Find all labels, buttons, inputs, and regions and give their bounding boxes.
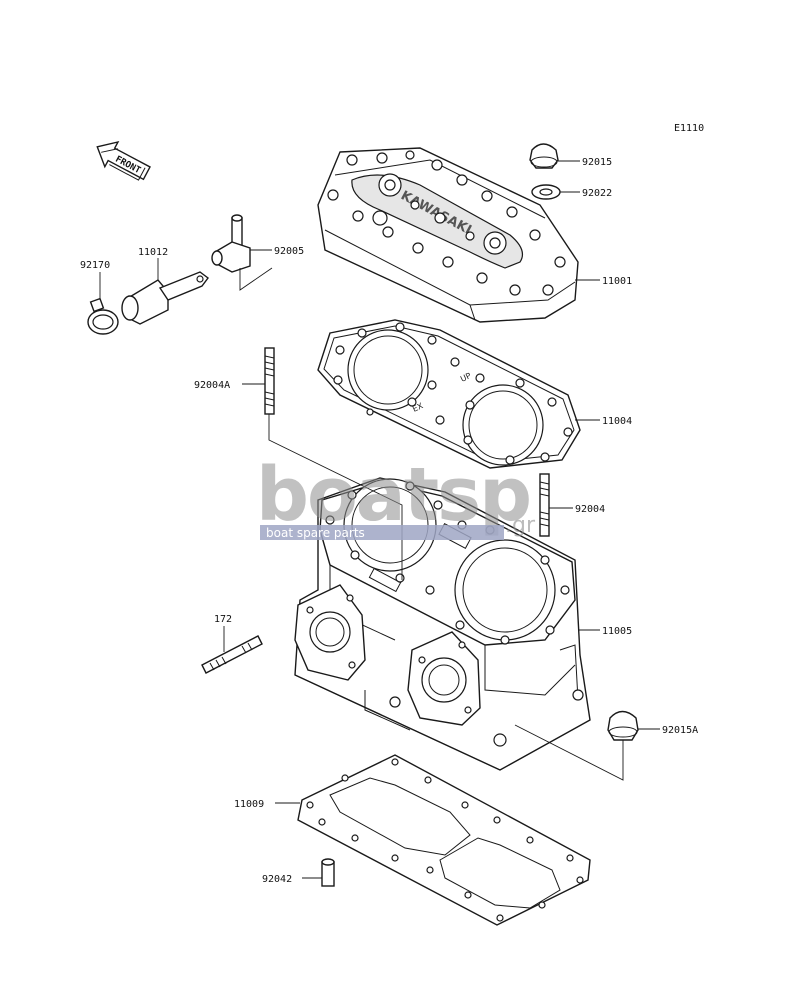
watermark-tagline: boat spare parts xyxy=(266,526,365,540)
part-label-11005: 11005 xyxy=(602,626,632,637)
watermark: boatsp .gr boat spare parts xyxy=(256,452,536,540)
part-label-92015A: 92015A xyxy=(662,725,698,736)
clamp-92170 xyxy=(87,297,119,335)
part-label-11004: 11004 xyxy=(602,416,632,427)
cap-nut-92015 xyxy=(529,143,559,169)
stud-92004 xyxy=(539,473,550,537)
leader-lines xyxy=(99,160,660,879)
gasket-mark-up: UP xyxy=(459,371,473,384)
cap-nut-92015A xyxy=(607,710,639,741)
part-label-11001: 11001 xyxy=(602,276,632,287)
part-label-92004A: 92004A xyxy=(194,380,230,391)
dowel-92042 xyxy=(321,858,335,887)
base-gasket xyxy=(297,754,591,926)
head-gasket: UP EX xyxy=(317,319,581,469)
part-label-172: 172 xyxy=(214,614,232,625)
part-label-92015: 92015 xyxy=(582,157,612,168)
part-label-11012: 11012 xyxy=(138,247,168,258)
cylinder-head: KAWASAKI xyxy=(317,147,579,323)
gasket-mark-ex: EX xyxy=(411,401,425,414)
part-label-92170: 92170 xyxy=(80,260,110,271)
front-arrow-icon: FRONT xyxy=(96,140,151,181)
stud-172 xyxy=(201,635,263,674)
watermark-band xyxy=(260,525,504,540)
part-label-92022: 92022 xyxy=(582,188,612,199)
part-label-92004: 92004 xyxy=(575,504,605,515)
fitting-92005 xyxy=(211,214,251,273)
part-label-92005: 92005 xyxy=(274,246,304,257)
fitting-11012 xyxy=(121,271,209,325)
stud-92004A xyxy=(264,347,275,415)
watermark-brand: boatsp xyxy=(256,452,530,538)
watermark-suffix: .gr xyxy=(505,513,536,538)
washer-92022 xyxy=(531,184,561,200)
diagram-code: E1110 xyxy=(674,123,704,134)
part-label-11009: 11009 xyxy=(234,799,264,810)
part-label-92042: 92042 xyxy=(262,874,292,885)
